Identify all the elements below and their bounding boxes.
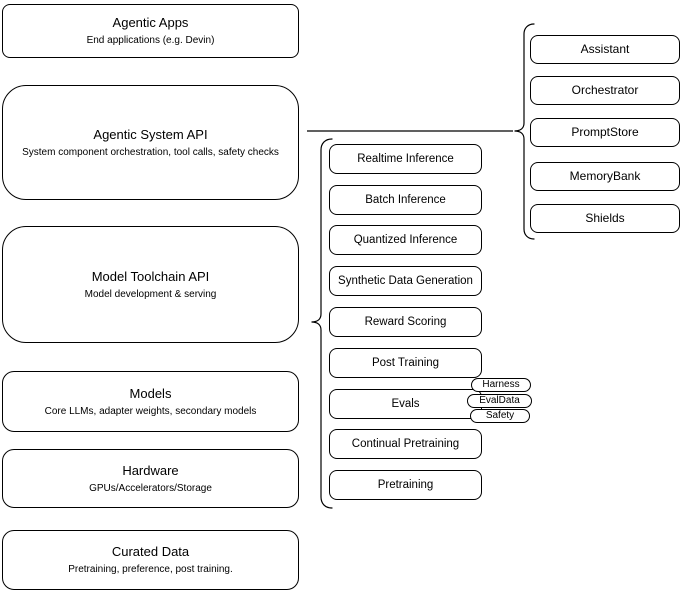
node-reward-scoring: Reward Scoring [329,307,482,337]
node-label: Pretraining [377,478,434,491]
node-continual-pretraining: Continual Pretraining [329,429,482,459]
node-label: Continual Pretraining [351,437,460,450]
node-label: Shields [585,211,625,225]
node-title: Model Toolchain API [91,268,210,284]
node-label: MemoryBank [569,169,641,183]
node-label: Reward Scoring [364,315,447,328]
node-model-toolchain-api: Model Toolchain API Model development & … [2,226,299,343]
tag-harness: Harness [471,378,531,392]
node-synthetic-data-generation: Synthetic Data Generation [329,266,482,296]
node-batch-inference: Batch Inference [329,185,482,215]
node-shields: Shields [530,204,680,233]
node-title: Hardware [122,462,179,478]
node-curated-data: Curated Data Pretraining, preference, po… [2,530,299,590]
node-memorybank: MemoryBank [530,162,680,191]
node-subtitle: Core LLMs, adapter weights, secondary mo… [44,405,257,417]
node-title: Agentic Apps [112,15,189,30]
node-quantized-inference: Quantized Inference [329,225,482,255]
node-subtitle: End applications (e.g. Devin) [86,35,215,46]
node-label: Quantized Inference [353,233,458,246]
node-subtitle: System component orchestration, tool cal… [22,146,279,158]
node-label: Realtime Inference [357,152,454,165]
node-orchestrator: Orchestrator [530,76,680,105]
tag-evaldata: EvalData [467,394,532,408]
node-promptstore: PromptStore [530,118,680,147]
tag-label: Safety [485,410,515,421]
node-label: Evals [391,397,420,410]
tag-safety: Safety [470,409,530,423]
node-subtitle: GPUs/Accelerators/Storage [89,482,212,494]
node-title: Models [129,385,172,401]
node-pretraining: Pretraining [329,470,482,500]
node-label: Orchestrator [571,83,639,97]
node-subtitle: Model development & serving [84,288,217,300]
node-hardware: Hardware GPUs/Accelerators/Storage [2,449,299,508]
tag-label: Harness [482,379,520,390]
node-label: Batch Inference [365,193,446,206]
node-label: Post Training [371,356,440,369]
node-agentic-apps: Agentic Apps End applications (e.g. Devi… [2,4,299,58]
tag-label: EvalData [479,395,520,406]
node-assistant: Assistant [530,35,680,64]
node-label: Synthetic Data Generation [338,274,473,287]
node-evals: Evals [329,389,482,419]
node-post-training: Post Training [329,348,482,378]
node-label: PromptStore [571,125,639,139]
node-realtime-inference: Realtime Inference [329,144,482,174]
node-agentic-system-api: Agentic System API System component orch… [2,85,299,200]
node-label: Assistant [580,42,630,56]
node-subtitle: Pretraining, preference, post training. [68,564,233,575]
node-title: Agentic System API [93,126,208,142]
node-title: Curated Data [111,544,190,559]
node-models: Models Core LLMs, adapter weights, secon… [2,371,299,432]
